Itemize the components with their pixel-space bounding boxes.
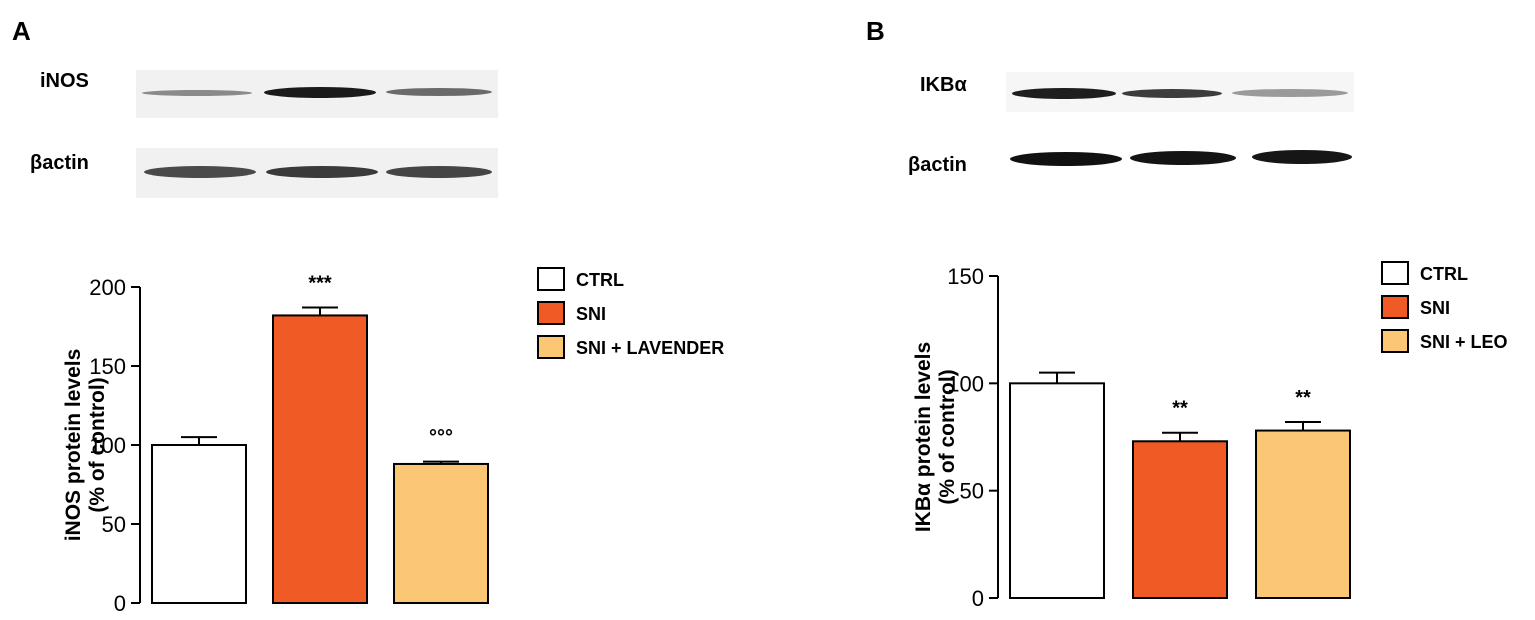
blot-a-target-band-1 xyxy=(142,90,252,96)
blot-b-loading-band-1 xyxy=(1010,152,1122,166)
chart-1-significance-label: ** xyxy=(1295,387,1311,409)
panel-letter-a: A xyxy=(12,16,31,46)
chart-0-y-tick-label: 150 xyxy=(89,354,126,379)
chart-1-bar-0 xyxy=(1009,382,1105,600)
chart-0-y-tick-label: 0 xyxy=(114,591,126,616)
chart-0-legend-swatch-0 xyxy=(537,267,565,291)
chart-1-bar-1 xyxy=(1132,440,1228,599)
chart-1-legend-label: SNI xyxy=(1420,298,1450,318)
chart-0-legend-swatch-1 xyxy=(537,301,565,325)
chart-0-y-tick-label: 50 xyxy=(102,512,126,537)
chart-0-significance-label: °°° xyxy=(429,427,453,449)
chart-0-legend-label: CTRL xyxy=(576,270,624,290)
chart-0-significance-label: *** xyxy=(308,273,332,295)
chart-1-y-axis-title: IKBα protein levels xyxy=(912,342,935,532)
chart-1-legend-label: CTRL xyxy=(1420,264,1468,284)
blot-a-target-band-2 xyxy=(264,87,376,98)
blot-a-loading-strip xyxy=(136,148,498,198)
blot-b-loading-strip xyxy=(1006,140,1354,180)
chart-1-y-tick-label: 100 xyxy=(947,371,984,396)
chart-0-bar-1 xyxy=(272,314,368,604)
chart-1-y-tick-label: 0 xyxy=(972,586,984,611)
blot-a-target-label: iNOS xyxy=(40,70,89,92)
panel-letter-b: B xyxy=(866,16,885,46)
chart-1-legend-label: SNI + LEO xyxy=(1420,332,1508,352)
blot-a-loading-label: βactin xyxy=(30,152,89,174)
chart-0-y-tick-label: 100 xyxy=(89,433,126,458)
chart-1-y-axis-title: (% of control) xyxy=(936,369,959,504)
blot-b-loading-label: βactin xyxy=(908,154,967,176)
blot-b-target-band-3 xyxy=(1232,89,1348,97)
chart-0-y-axis-title: (% of control) xyxy=(86,377,109,512)
blot-a-target-strip xyxy=(136,70,498,118)
chart-1-y-tick-label: 150 xyxy=(947,264,984,289)
blot-b-target-strip xyxy=(1006,72,1354,112)
chart-0-legend-label: SNI xyxy=(576,304,606,324)
blot-a-loading-band-3 xyxy=(386,166,492,178)
chart-1-legend-swatch-0 xyxy=(1381,261,1409,285)
chart-0-y-tick-label: 200 xyxy=(89,275,126,300)
chart-0-bar-2 xyxy=(393,462,489,604)
chart-1-bar-2 xyxy=(1255,429,1351,599)
blot-b-target-band-1 xyxy=(1012,88,1116,99)
chart-1-legend-swatch-2 xyxy=(1381,329,1409,353)
chart-0-bar-0 xyxy=(151,444,247,604)
chart-0-legend-swatch-2 xyxy=(537,335,565,359)
blot-a-loading-band-1 xyxy=(144,166,256,178)
blot-b-loading-band-2 xyxy=(1130,151,1236,165)
chart-1-significance-label: ** xyxy=(1172,398,1188,420)
blot-a-loading-band-2 xyxy=(266,166,378,178)
chart-1-y-tick-label: 50 xyxy=(960,479,984,504)
blot-b-target-band-2 xyxy=(1122,89,1222,98)
blot-b-target-label: IKBα xyxy=(920,74,967,96)
chart-0-y-axis-title: iNOS protein levels xyxy=(62,349,85,542)
chart-0-legend-label: SNI + LAVENDER xyxy=(576,338,724,358)
chart-1-legend-swatch-1 xyxy=(1381,295,1409,319)
blot-b-loading-band-3 xyxy=(1252,150,1352,164)
blot-a-target-band-3 xyxy=(386,88,492,96)
